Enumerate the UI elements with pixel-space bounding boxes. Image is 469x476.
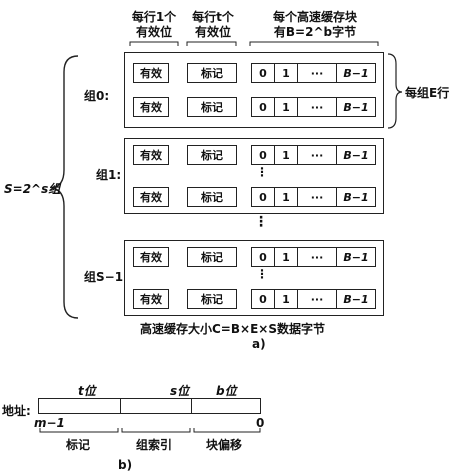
block-byte-dots: ··· [297,97,337,117]
valid-cell: 有效 [133,63,169,83]
address-label: 地址: [2,404,31,418]
valid-cell: 有效 [133,289,169,309]
tag-cell: 标记 [187,97,237,117]
braces [51,53,403,319]
block-byte-0: 0 [251,97,275,117]
caption-b: b) [118,458,133,472]
address-block-offset-field [191,398,261,414]
block-byte-last: B−1 [336,145,376,165]
valid-cell: 有效 [133,97,169,117]
set-0-label: 组0: [84,89,110,103]
s-bits-label: s位 [170,384,190,398]
set-1-label: 组1: [96,168,122,182]
set-0-box: 有效 标记 0 1 ··· B−1 有效 标记 0 1 ··· B−1 [124,52,384,128]
block-byte-last: B−1 [336,187,376,207]
b-bits-label: b位 [216,384,237,398]
tag-cell: 标记 [187,187,237,207]
valid-cell: 有效 [133,187,169,207]
header-brackets [129,41,379,46]
valid-cell: 有效 [133,247,169,267]
block-header-line2: 有B=2^b字节 [273,25,357,39]
row-ellipsis: ⋮ [256,267,268,281]
tag-cell: 标记 [187,145,237,165]
set-last-label: 组S−1: [84,270,128,284]
address-low-bit: 0 [256,416,265,430]
address-block-offset-label: 块偏移 [206,438,243,452]
block-byte-0: 0 [251,187,275,207]
tag-cell: 标记 [187,247,237,267]
lines-per-set-label: 每组E行 [405,86,450,100]
t-bits-label: t位 [78,384,96,398]
tag-cell: 标记 [187,63,237,83]
address-set-index-label: 组索引 [136,438,173,452]
row-ellipsis: ⋮ [256,165,268,179]
caption-a: a) [252,337,266,351]
valid-cell: 有效 [133,145,169,165]
address-tag-label: 标记 [66,438,91,452]
block-byte-last: B−1 [336,247,376,267]
sets-ellipsis: ⋮ [254,214,268,230]
address-high-bit: m−1 [34,416,65,430]
block-byte-dots: ··· [297,145,337,165]
block-byte-dots: ··· [297,63,337,83]
tag-bits-header: 每行t个 有效位 [192,10,234,39]
block-byte-dots: ··· [297,289,337,309]
tag-cell: 标记 [187,289,237,309]
valid-bit-header: 每行1个 有效位 [131,10,177,39]
block-byte-last: B−1 [336,289,376,309]
set-last-box: 有效 标记 0 1 ··· B−1 ⋮ 有效 标记 0 1 ··· B−1 [124,240,384,316]
set-count-label: S=2^s组 [4,182,61,196]
block-byte-dots: ··· [297,187,337,207]
set-1-box: 有效 标记 0 1 ··· B−1 ⋮ 有效 标记 0 1 ··· B−1 [124,138,384,214]
cache-size-caption: 高速缓存大小C=B×E×S数据字节 [140,322,325,336]
block-header-line1: 每个高速缓存块 [272,10,357,24]
block-byte-last: B−1 [336,97,376,117]
block-byte-last: B−1 [336,63,376,83]
